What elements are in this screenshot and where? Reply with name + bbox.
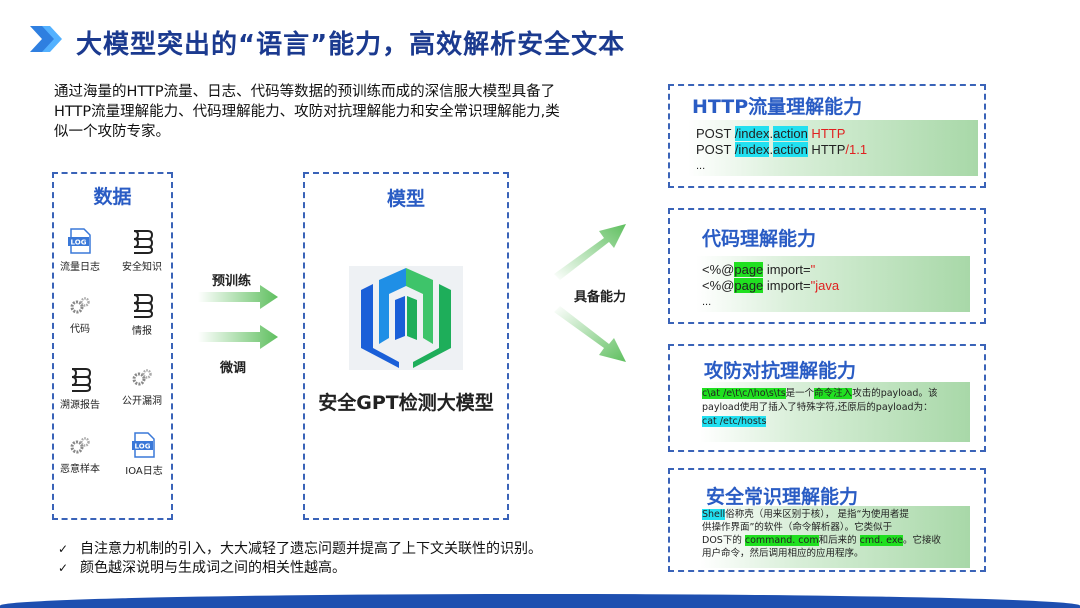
footer-band: [0, 594, 1080, 608]
bullet-item: ✓颜色越深说明与生成词之间的相关性越高。: [58, 560, 346, 576]
sangfor-logo-icon: [349, 266, 463, 370]
gears-icon: [70, 437, 90, 454]
capability-arrow-down: [554, 306, 626, 362]
data-item: 溯源报告: [48, 366, 112, 411]
page-title: 大模型突出的“语言”能力，高效解析安全文本: [76, 30, 626, 60]
data-item-label: 公开漏洞: [122, 396, 162, 407]
data-box: 数据: [52, 172, 173, 520]
code-code-line: <%@page import=": [702, 262, 816, 277]
common-text-line: Shell俗称壳（用来区别于核）， 是指“为使用者提: [702, 509, 909, 520]
common-text-line: 供操作界面”的软件（命令解析器）。它类似于: [702, 522, 893, 533]
data-item: LOG 流量日志: [48, 228, 112, 273]
attack-capability-title: 攻防对抗理解能力: [704, 360, 857, 382]
data-item: 恶意样本: [48, 436, 112, 475]
finetune-label: 微调: [220, 361, 247, 376]
http-code-line: POST /index.action HTTP: [696, 126, 846, 141]
bullet-item: ✓自注意力机制的引入，大大减轻了遗忘问题并提高了上下文关联性的识别。: [58, 541, 542, 557]
code-code-line: <%@page import="java: [702, 278, 840, 293]
svg-text:LOG: LOG: [135, 443, 151, 451]
common-text-line: DOS下的 command. com和后来的 cmd. exe。它接收: [702, 535, 942, 546]
database-icon: [133, 230, 154, 254]
common-capability-box: 安全常识理解能力 Shell俗称壳（用来区别于核）， 是指“为使用者提 供操作界…: [668, 468, 986, 572]
data-item-label: 恶意样本: [60, 464, 100, 475]
svg-text:LOG: LOG: [71, 239, 87, 247]
attack-text-line: cat /etc/hosts: [702, 416, 767, 427]
data-item-label: 情报: [132, 326, 152, 337]
gears-icon: [132, 369, 152, 386]
data-item-label: 安全知识: [122, 262, 162, 273]
checkmark-icon: ✓: [58, 542, 69, 556]
gears-icon: [70, 297, 90, 314]
data-item-label: 流量日志: [60, 262, 100, 273]
code-capability-title: 代码理解能力: [702, 228, 817, 250]
code-capability-box: 代码理解能力 <%@page import=" <%@page import="…: [668, 208, 986, 324]
http-capability-box: HTTP流量理解能力 POST /index.action HTTP POST …: [668, 84, 986, 188]
data-item-label: 代码: [70, 324, 90, 335]
model-box-title: 模型: [386, 188, 425, 210]
common-capability-title: 安全常识理解能力: [706, 486, 859, 508]
chevron-right-icon: [30, 26, 62, 52]
database-icon: [133, 294, 154, 318]
data-item: 公开漏洞: [110, 368, 174, 407]
data-item: 安全知识: [110, 228, 174, 273]
data-box-title: 数据: [93, 186, 132, 208]
model-name: 安全GPT检测大模型: [318, 392, 494, 414]
checkmark-icon: ✓: [58, 561, 69, 575]
data-item: 代码: [48, 296, 112, 335]
code-code-line: ...: [702, 296, 712, 308]
http-code-line: ...: [696, 160, 706, 172]
attack-text-line: payload使用了插入了特殊字符,还原后的payload为：: [702, 402, 933, 413]
http-capability-title: HTTP流量理解能力: [692, 96, 863, 118]
attack-text-line: c\at /e\t\c/\ho\s\ts是一个命令注入攻击的payload。该: [702, 388, 938, 399]
bullet-list: ✓自注意力机制的引入，大大减轻了遗忘问题并提高了上下文关联性的识别。 ✓颜色越深…: [58, 540, 542, 578]
finetune-arrow: [198, 325, 278, 349]
data-item: 情报: [110, 292, 174, 337]
model-box: 模型 安全GPT检测大模型: [303, 172, 509, 520]
intro-paragraph: 通过海量的HTTP流量、日志、代码等数据的预训练而成的深信服大模型具备了HTTP…: [54, 84, 560, 140]
pretrain-arrow: [198, 285, 278, 309]
capability-arrow-up: [554, 224, 626, 280]
attack-capability-box: 攻防对抗理解能力 c\at /e\t\c/\ho\s\ts是一个命令注入攻击的p…: [668, 344, 986, 452]
database-icon: [71, 368, 92, 392]
data-item: LOG IOA日志: [112, 432, 176, 477]
data-item-label: 溯源报告: [60, 400, 100, 411]
capabilities-label: 具备能力: [574, 290, 627, 305]
pretrain-label: 预训练: [212, 274, 252, 289]
http-code-line: POST /index.action HTTP/1.1: [696, 142, 868, 157]
common-text-line: 用户命令，然后调用相应的应用程序。: [702, 548, 864, 559]
data-item-label: IOA日志: [125, 466, 163, 477]
log-file-icon: LOG: [68, 228, 91, 254]
log-file-icon: LOG: [132, 432, 155, 458]
